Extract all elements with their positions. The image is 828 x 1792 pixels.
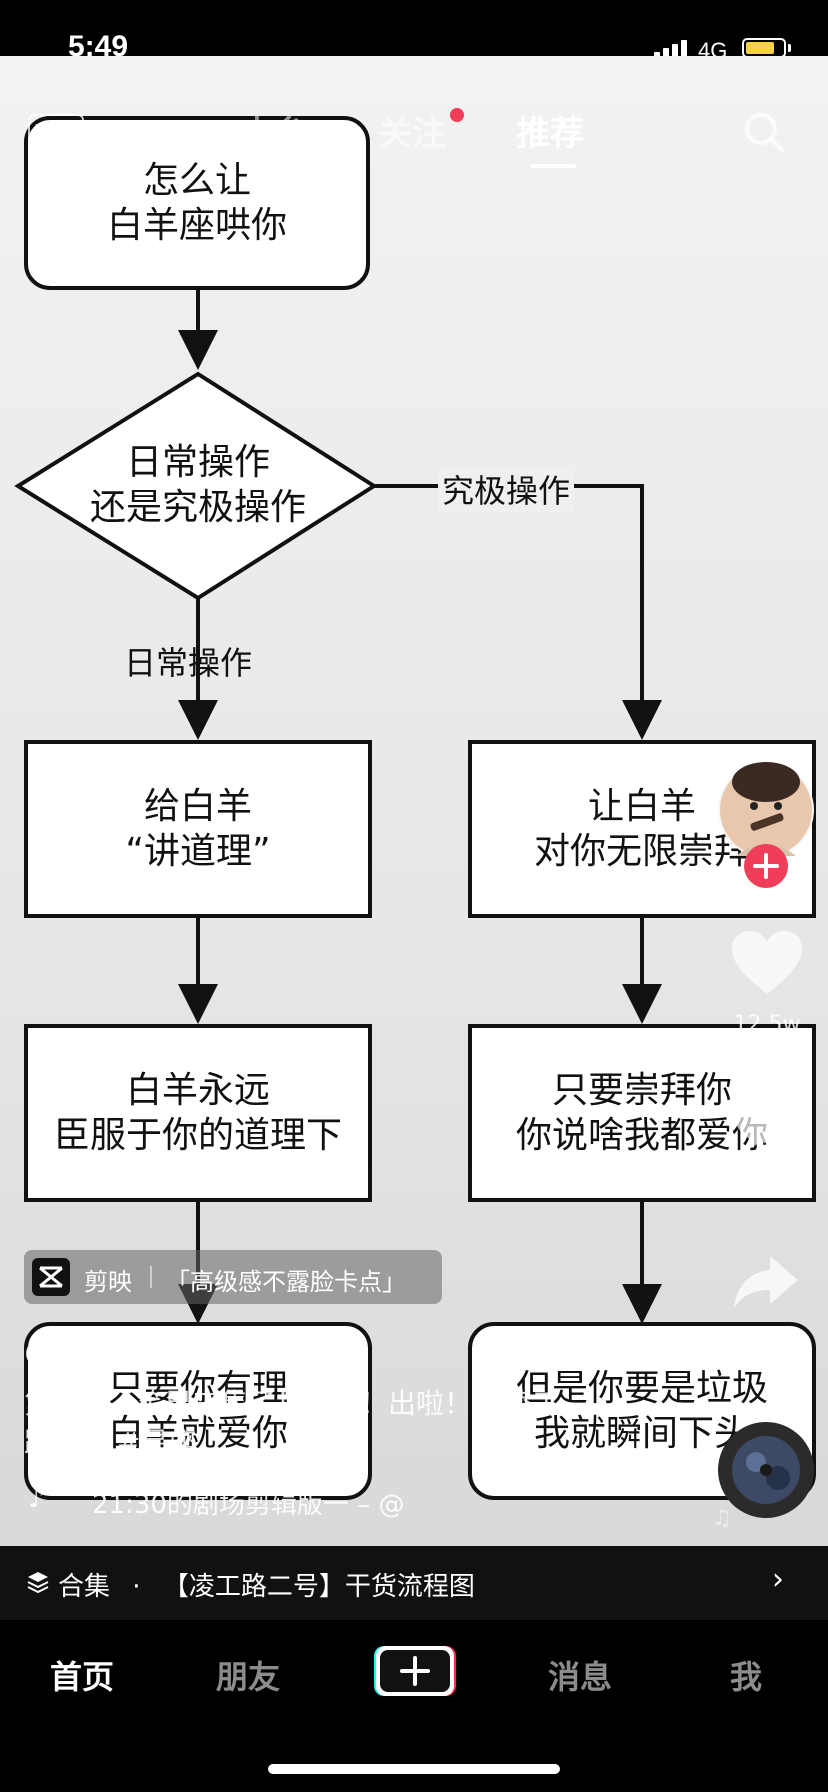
music-disc-icon[interactable] <box>716 1420 816 1520</box>
create-plus-button[interactable] <box>374 1644 456 1698</box>
battery-icon <box>742 38 786 58</box>
collection-dot: · <box>132 1572 141 1602</box>
share-count: 1.7w <box>740 1330 794 1355</box>
music-title[interactable]: 21:30的剧场剪辑版一 – @ <box>92 1490 405 1520</box>
follow-notification-dot <box>450 108 464 122</box>
share-icon[interactable] <box>730 1252 802 1312</box>
collection-label: 合集 <box>58 1572 111 1602</box>
comment-count: 8674 <box>739 1168 795 1193</box>
capcut-template-bar[interactable] <box>24 1250 442 1304</box>
capcut-template-name: 「高级感不露脸卡点」 <box>166 1268 406 1296</box>
status-bar <box>0 0 828 56</box>
flow-left-step2: 白羊永远 臣服于你的道理下 <box>24 1024 372 1202</box>
capcut-logo-icon <box>32 1258 70 1296</box>
collection-bar[interactable] <box>0 1546 828 1620</box>
nav-friends[interactable]: 朋友 <box>216 1658 281 1696</box>
nav-home[interactable]: 首页 <box>50 1658 115 1696</box>
like-count: 12.5w <box>733 1012 801 1037</box>
nav-me[interactable]: 我 <box>730 1658 763 1696</box>
author-name[interactable]: @讨杯酒喝 <box>24 1332 185 1370</box>
collection-title: 【凌工路二号】干货流程图 <box>162 1572 475 1602</box>
flow-left-step3: 只要你有理 白羊就爱你 <box>24 1322 372 1500</box>
comment-icon[interactable] <box>730 1086 804 1154</box>
flow-decision-text: 日常操作 还是究极操作 <box>89 442 306 528</box>
music-note-small-icon: ♫ <box>712 1506 732 1531</box>
flow-start-box: 怎么让 白羊座哄你 <box>24 116 370 290</box>
chevron-right-icon[interactable]: › <box>772 1562 784 1597</box>
follow-plus-icon[interactable] <box>744 844 788 888</box>
arrow-decision-to-right <box>374 484 662 740</box>
like-heart-icon[interactable] <box>728 928 806 998</box>
tab-city[interactable]: 中牟 <box>240 114 308 154</box>
tab-live[interactable]: 直播 <box>28 114 85 150</box>
nav-messages[interactable]: 消息 <box>548 1658 613 1696</box>
flow-left-step1: 给白羊 “讲道理” <box>24 740 372 918</box>
music-icon: ♪ <box>28 1484 45 1514</box>
home-indicator[interactable] <box>268 1764 560 1774</box>
tab-active-indicator <box>530 164 576 168</box>
avatar[interactable] <box>716 760 816 860</box>
branch-right-label: 究极操作 <box>438 466 575 512</box>
stack-icon <box>27 1572 49 1594</box>
capcut-app-name: 剪映 <box>84 1268 132 1296</box>
capcut-separator <box>150 1266 152 1288</box>
tab-recommend[interactable]: 推荐 <box>516 114 584 154</box>
battery-tip <box>788 44 791 52</box>
collection-text: 合集 · 【凌工路二号】干货流程图 <box>58 1566 475 1603</box>
video-caption[interactable]: 第８集，笑果来集了！出啦！出啦！ #凌工路二号 #星座 <box>24 1387 561 1460</box>
branch-down-label: 日常操作 <box>124 644 253 682</box>
music-note-icon: ♪ <box>664 1460 681 1490</box>
tab-follow[interactable]: 关注 <box>378 114 446 154</box>
search-icon[interactable] <box>742 110 788 156</box>
